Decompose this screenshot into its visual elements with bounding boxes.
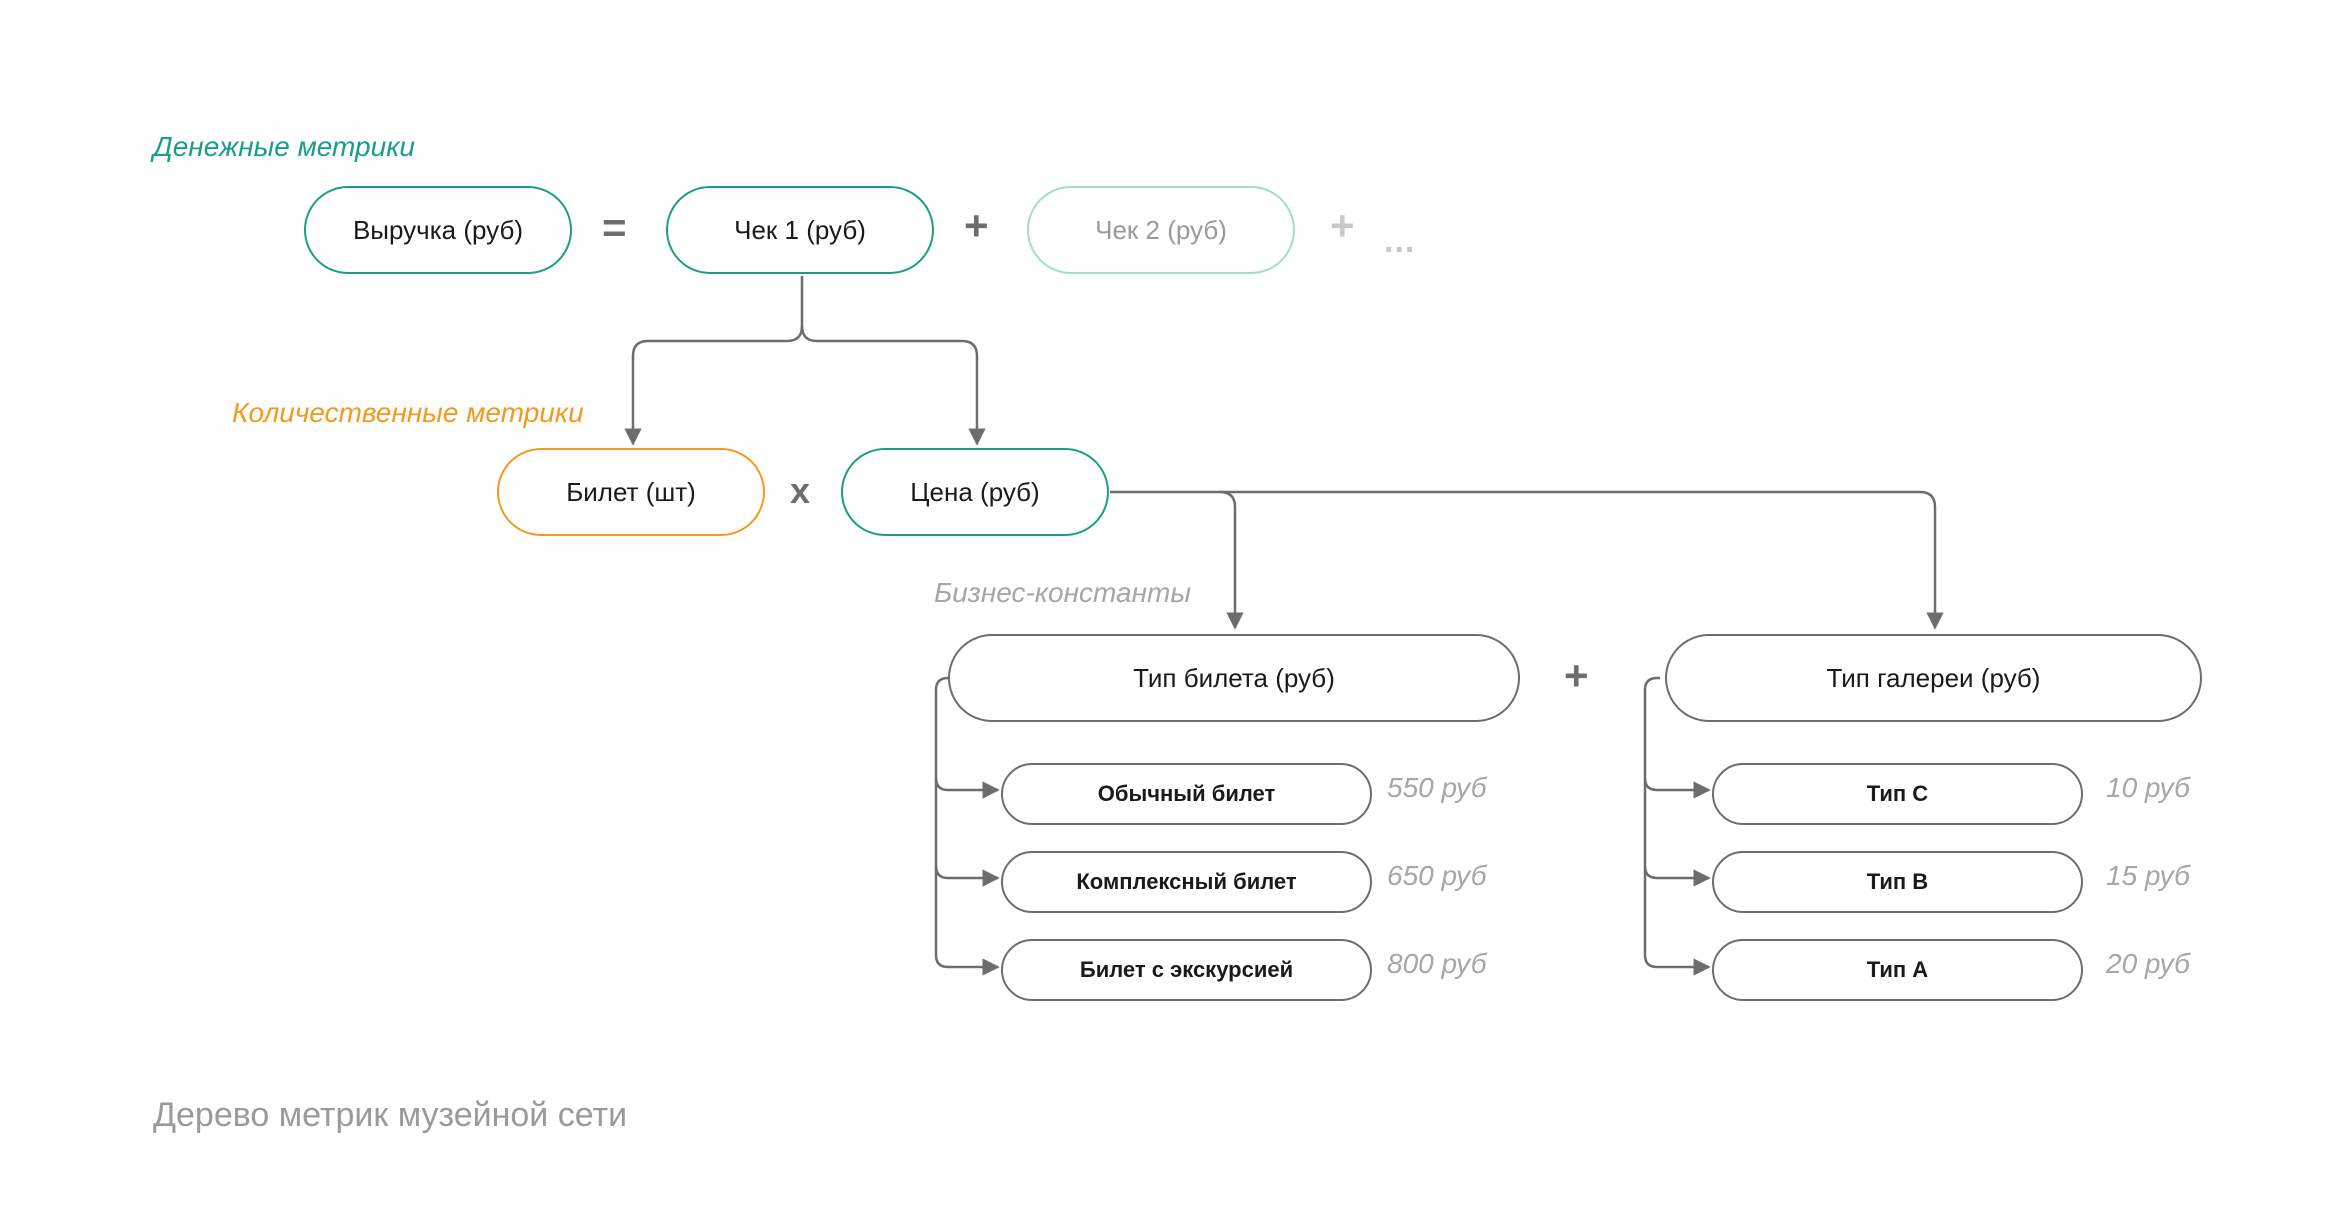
gallery-item-c: Тип С [1712, 763, 2083, 825]
gallery-price-c: 10 руб [2106, 772, 2190, 803]
connector-check-to-price [800, 325, 986, 446]
node-price: Цена (руб) [841, 448, 1109, 536]
plus-between-sign: + [1564, 652, 1589, 699]
ticket-item-complex: Комплексный билет [1001, 851, 1372, 913]
connector-check-to-ticket [624, 276, 804, 446]
connector-gallery-type-bracket [1643, 676, 1711, 976]
node-ticket-type: Тип билета (руб) [948, 634, 1520, 722]
category-monetary-label: Денежные метрики [153, 131, 415, 162]
plus-sign: + [964, 202, 989, 249]
connector-ticket-type-bracket [934, 676, 1000, 976]
figure-caption: Дерево метрик музейной сети [153, 1096, 628, 1134]
multiply-sign: x [790, 470, 811, 511]
category-constants-label: Бизнес-константы [934, 577, 1191, 608]
gallery-price-a: 20 руб [2106, 948, 2190, 979]
equals-sign: = [602, 204, 627, 251]
node-gallery-type: Тип галереи (руб) [1665, 634, 2202, 722]
node-check-2: Чек 2 (руб) [1027, 186, 1295, 274]
gallery-item-a: Тип А [1712, 939, 2083, 1001]
ticket-price-excursion: 800 руб [1387, 948, 1487, 979]
ellipsis: ... [1384, 222, 1416, 260]
node-ticket-count: Билет (шт) [497, 448, 765, 536]
ticket-item-regular: Обычный билет [1001, 763, 1372, 825]
node-check-1: Чек 1 (руб) [666, 186, 934, 274]
ticket-price-regular: 550 руб [1387, 772, 1487, 803]
ticket-price-complex: 650 руб [1387, 860, 1487, 891]
category-quantitative-label: Количественные метрики [232, 397, 584, 428]
gallery-item-b: Тип В [1712, 851, 2083, 913]
connector-price-to-gallery-type [1220, 490, 1944, 630]
ticket-item-excursion: Билет с экскурсией [1001, 939, 1372, 1001]
node-revenue: Выручка (руб) [304, 186, 572, 274]
gallery-price-b: 15 руб [2106, 860, 2190, 891]
plus-sign-faint: + [1330, 202, 1355, 249]
